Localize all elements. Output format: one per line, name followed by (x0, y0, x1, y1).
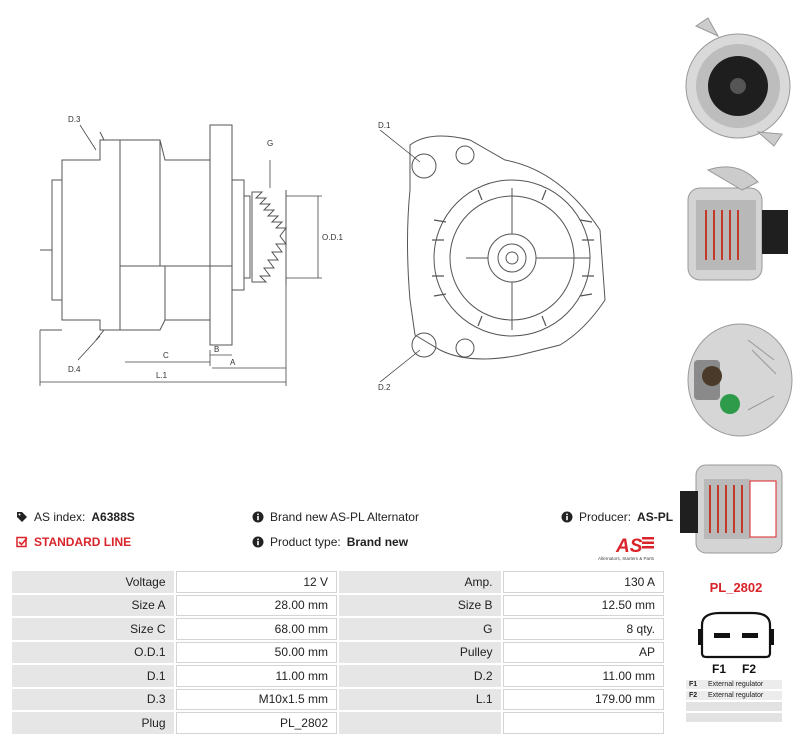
spec-value: AP (502, 641, 664, 663)
spec-label: Plug (12, 712, 174, 734)
spec-value: 50.00 mm (175, 641, 337, 663)
tags-icon (16, 511, 28, 523)
checkbox-icon (16, 536, 28, 548)
spec-label: L.1 (339, 688, 501, 710)
spec-value: M10x1.5 mm (175, 688, 337, 710)
spec-value: 130 A (502, 571, 664, 593)
spec-value: 12 V (175, 571, 337, 593)
legend-row (686, 702, 782, 711)
label-b: B (214, 345, 219, 354)
spec-value: 68.00 mm (175, 618, 337, 640)
spec-label: Size B (339, 594, 501, 616)
spec-label: D.1 (12, 665, 174, 687)
legend-row (686, 713, 782, 722)
product-photo-rear (687, 323, 793, 437)
label-g: G (267, 139, 273, 148)
standard-line: STANDARD LINE (16, 535, 131, 549)
info-icon (252, 536, 264, 548)
product-photo-front (685, 17, 791, 147)
spec-value: 8 qty. (502, 618, 664, 640)
label-l1: L.1 (156, 371, 168, 380)
svg-text:Alternators, Starters & Parts: Alternators, Starters & Parts (598, 556, 655, 561)
as-index-label: AS index: (34, 510, 86, 524)
spec-value: 11.00 mm (502, 665, 664, 687)
spec-label: Size A (12, 594, 174, 616)
plug-diagram: PL_2802 F1 F2 (680, 580, 792, 680)
technical-drawing: D.3 D.4 G O.D.1 C B A L.1 D.1 D.2 (39, 115, 606, 392)
label-a: A (230, 358, 236, 367)
spec-label: D.2 (339, 665, 501, 687)
producer: Producer: AS-PL (561, 510, 673, 524)
as-pl-logo: AS Alternators, Starters & Parts (598, 536, 655, 561)
product-type: Product type: Brand new (252, 535, 408, 549)
label-d4: D.4 (68, 365, 81, 374)
svg-text:F2: F2 (742, 662, 756, 675)
label-d3: D.3 (68, 115, 81, 124)
spec-label: O.D.1 (12, 641, 174, 663)
producer-label: Producer: (579, 510, 632, 524)
spec-value: 12.50 mm (502, 594, 664, 616)
standard-line-label: STANDARD LINE (34, 535, 132, 549)
svg-text:AS: AS (615, 536, 643, 557)
spec-label: G (339, 618, 501, 640)
plug-title: PL_2802 (709, 580, 763, 595)
spec-label (339, 712, 501, 734)
label-od1: O.D.1 (322, 233, 343, 242)
legend-text: External regulator (708, 681, 764, 688)
producer-value: AS-PL (637, 510, 674, 524)
label-d2: D.2 (378, 383, 391, 392)
spec-label: Amp. (339, 571, 501, 593)
legend-row: F2 External regulator (686, 691, 782, 700)
label-d1: D.1 (378, 121, 391, 130)
as-index: AS index: A6388S (16, 510, 135, 524)
product-photo-side (687, 166, 788, 281)
spec-value: PL_2802 (175, 712, 337, 734)
product-photo-top (680, 464, 783, 554)
legend-row: F1 External regulator (686, 680, 782, 689)
spec-label: Pulley (339, 641, 501, 663)
spec-label: D.3 (12, 688, 174, 710)
product-type-value: Brand new (346, 535, 409, 549)
spec-value: 11.00 mm (175, 665, 337, 687)
plug-connector-icon: F1 F2 (698, 611, 774, 676)
info-icon (561, 511, 573, 523)
info-icon (252, 511, 264, 523)
legend-key: F2 (689, 692, 698, 699)
spec-label: Size C (12, 618, 174, 640)
svg-text:F1: F1 (712, 662, 726, 675)
description-text: Brand new AS-PL Alternator (270, 510, 419, 524)
product-type-label: Product type: (270, 535, 341, 549)
spec-value: 179.00 mm (502, 688, 664, 710)
spec-value: 28.00 mm (175, 594, 337, 616)
legend-text: External regulator (708, 692, 764, 699)
spec-label: Voltage (12, 571, 174, 593)
description: Brand new AS-PL Alternator (252, 510, 419, 524)
as-index-value: A6388S (91, 510, 135, 524)
label-c: C (163, 351, 169, 360)
legend-key: F1 (689, 681, 698, 688)
spec-value (502, 712, 664, 734)
product-photos (670, 0, 800, 560)
